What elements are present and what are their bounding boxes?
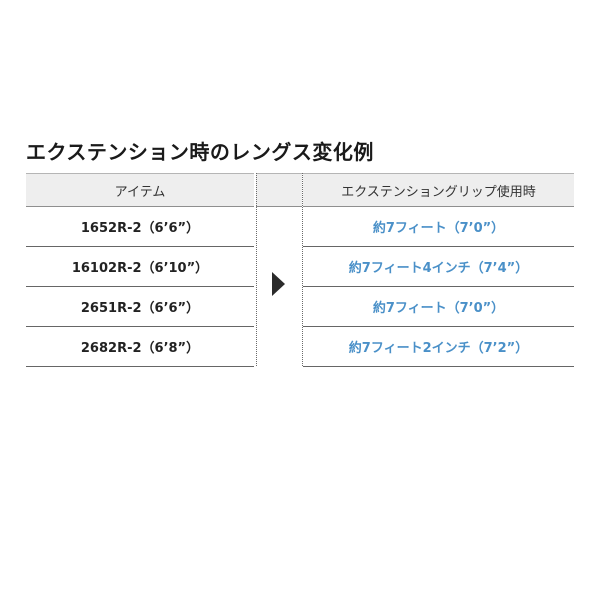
result-cell: 約7フィート4インチ（7’4”） <box>303 247 574 287</box>
item-cell: 1652R-2（6’6”） <box>26 207 254 247</box>
result-cell: 約7フィート（7’0”） <box>303 287 574 327</box>
page-title: エクステンション時のレングス変化例 <box>26 140 374 164</box>
divider-right <box>302 173 303 366</box>
item-cell: 2682R-2（6’8”） <box>26 327 254 367</box>
item-cell: 16102R-2（6’10”） <box>26 247 254 287</box>
result-cell: 約7フィート（7’0”） <box>303 207 574 247</box>
column-header-result: エクステンショングリップ使用時 <box>303 173 574 207</box>
column-header-item: アイテム <box>26 173 254 207</box>
item-cell: 2651R-2（6’6”） <box>26 287 254 327</box>
result-cell: 約7フィート2インチ（7’2”） <box>303 327 574 367</box>
header-spacer <box>256 173 302 207</box>
right-arrow-icon <box>272 272 285 296</box>
divider-left <box>256 173 257 366</box>
